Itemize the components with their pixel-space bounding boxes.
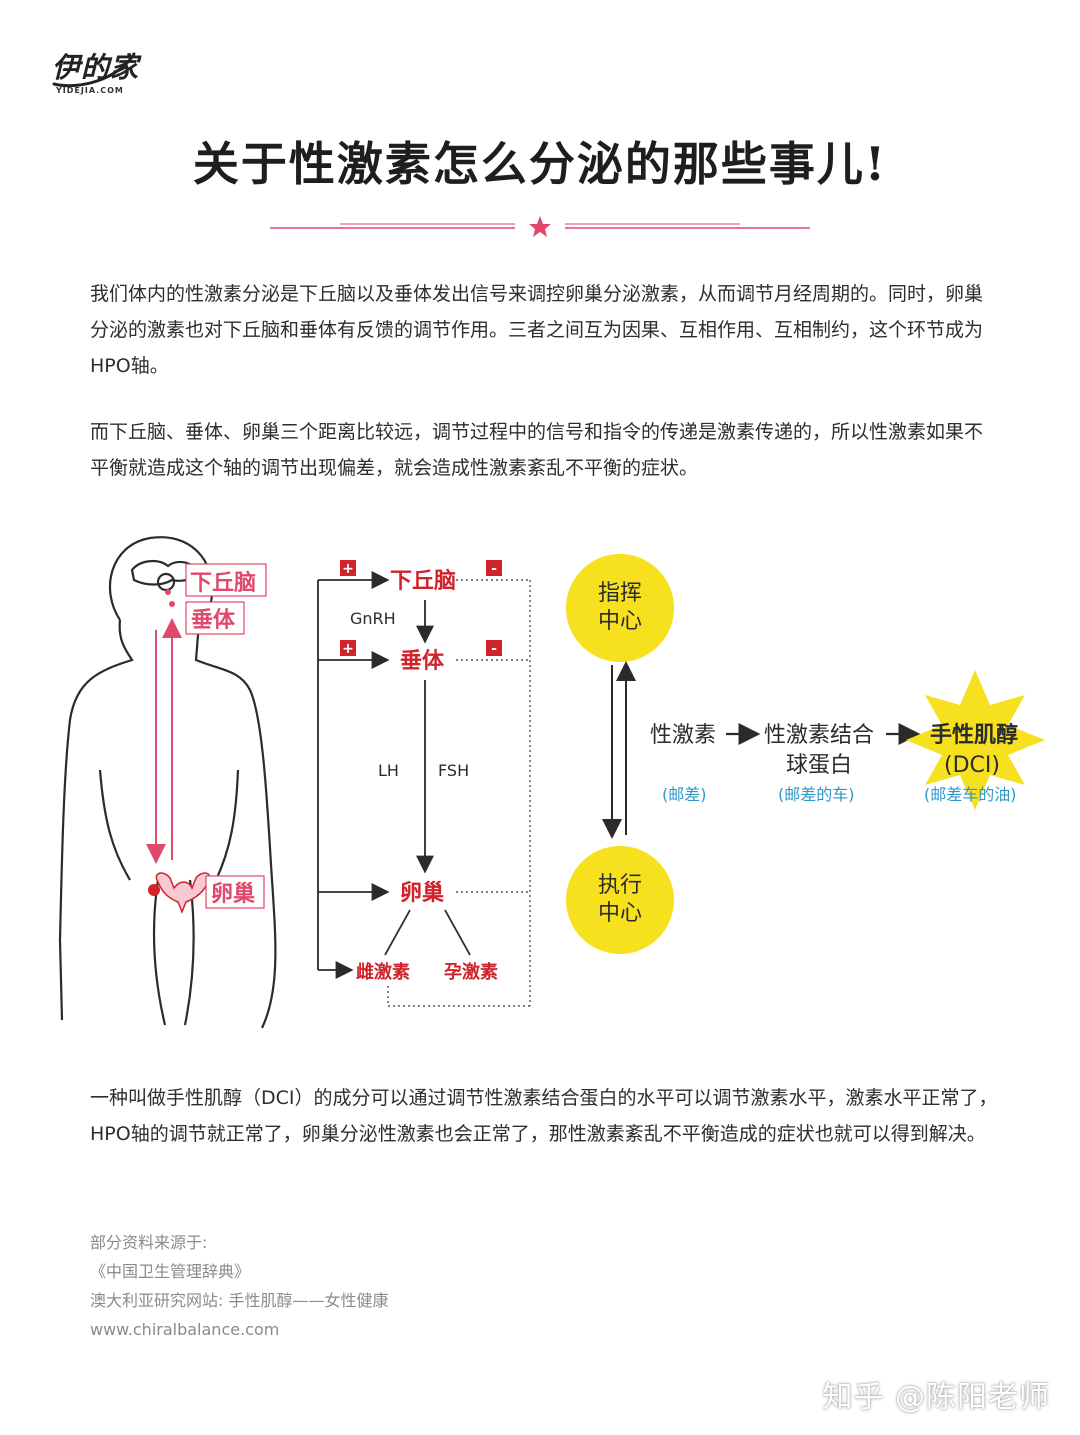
star-icon — [529, 216, 551, 237]
source-item: 《中国卫生管理辞典》 — [90, 1262, 251, 1281]
command-center-line1: 指挥 — [598, 581, 642, 606]
svg-text:+: + — [342, 561, 354, 577]
flow-estrogen: 雌激素 — [356, 961, 410, 983]
logo-site: YIDEJIA.COM — [56, 86, 124, 95]
flow-ovary: 卵巢 — [400, 880, 444, 906]
plus-badge-1: + — [340, 560, 356, 577]
chain-shbg-note: (邮差的车) — [778, 785, 855, 804]
execution-center-circle — [566, 846, 674, 954]
intro-paragraph-2: 而下丘脑、垂体、卵巢三个距离比较远，调节过程中的信号和指令的传递是激素传递的，所… — [90, 421, 984, 479]
pituitary-marker — [169, 601, 175, 607]
chain-shbg-line2: 球蛋白 — [786, 753, 852, 778]
logo-name: 伊的家 — [52, 51, 140, 84]
flow-pituitary: 垂体 — [400, 649, 445, 674]
page-title: 关于性激素怎么分泌的那些事儿! — [192, 137, 888, 191]
feedback-bracket — [317, 571, 390, 979]
chain-dci-line1: 手性肌醇 — [930, 722, 1018, 748]
intro-paragraph-1: 我们体内的性激素分泌是下丘脑以及垂体发出信号来调控卵巢分泌激素，从而调节月经周期… — [90, 283, 984, 377]
body-label-ovary: 卵巢 — [211, 881, 255, 907]
svg-text:+: + — [342, 641, 354, 657]
execution-center-line1: 执行 — [598, 873, 642, 898]
minus-badge-2: - — [486, 640, 502, 657]
title-divider — [270, 216, 810, 237]
chain-hormone-note: (邮差) — [662, 785, 707, 804]
chain-dci-note: (邮差车的油) — [924, 785, 1017, 804]
sources-block: 部分资料来源于: 《中国卫生管理辞典》 澳大利亚研究网站: 手性肌醇——女性健康… — [90, 1228, 388, 1344]
svg-text:-: - — [491, 561, 497, 577]
logo-swoosh-icon — [52, 52, 136, 88]
flow-lh: LH — [378, 761, 399, 780]
svg-text:-: - — [491, 641, 497, 657]
plus-badge-2: + — [340, 640, 356, 657]
burst-icon — [906, 670, 1045, 810]
source-item: 澳大利亚研究网站: 手性肌醇——女性健康 — [90, 1291, 389, 1310]
chain-hormone: 性激素 — [650, 723, 716, 748]
hpo-axis-diagram: 下丘脑 垂体 卵巢 + + - - 下丘脑 GnRH 垂体 LH FSH 卵巢 … — [58, 536, 1045, 1029]
sources-heading: 部分资料来源于: — [90, 1233, 208, 1252]
execution-center-line2: 中心 — [598, 901, 642, 926]
flow-progesterone: 孕激素 — [444, 961, 498, 983]
command-center-circle — [566, 554, 674, 662]
flow-hypothalamus: 下丘脑 — [390, 568, 456, 594]
conclusion-paragraph: 一种叫做手性肌醇（DCI）的成分可以通过调节性激素结合蛋白的水平可以调节激素水平… — [90, 1087, 998, 1145]
command-center-line2: 中心 — [598, 609, 642, 634]
hypothalamus-marker — [165, 589, 171, 595]
minus-badge-1: - — [486, 560, 502, 577]
negative-feedback-dotted — [387, 579, 531, 1007]
watermark: 知乎 @陈阳老师 — [822, 1380, 1050, 1415]
flow-fsh: FSH — [438, 761, 469, 780]
chain-dci-line2: (DCI) — [944, 753, 1000, 778]
source-link[interactable]: www.chiralbalance.com — [90, 1320, 280, 1339]
body-label-hypothalamus: 下丘脑 — [190, 570, 256, 596]
body-label-pituitary: 垂体 — [191, 608, 236, 633]
flow-gnrh: GnRH — [350, 609, 396, 628]
chain-shbg-line1: 性激素结合 — [764, 723, 874, 748]
